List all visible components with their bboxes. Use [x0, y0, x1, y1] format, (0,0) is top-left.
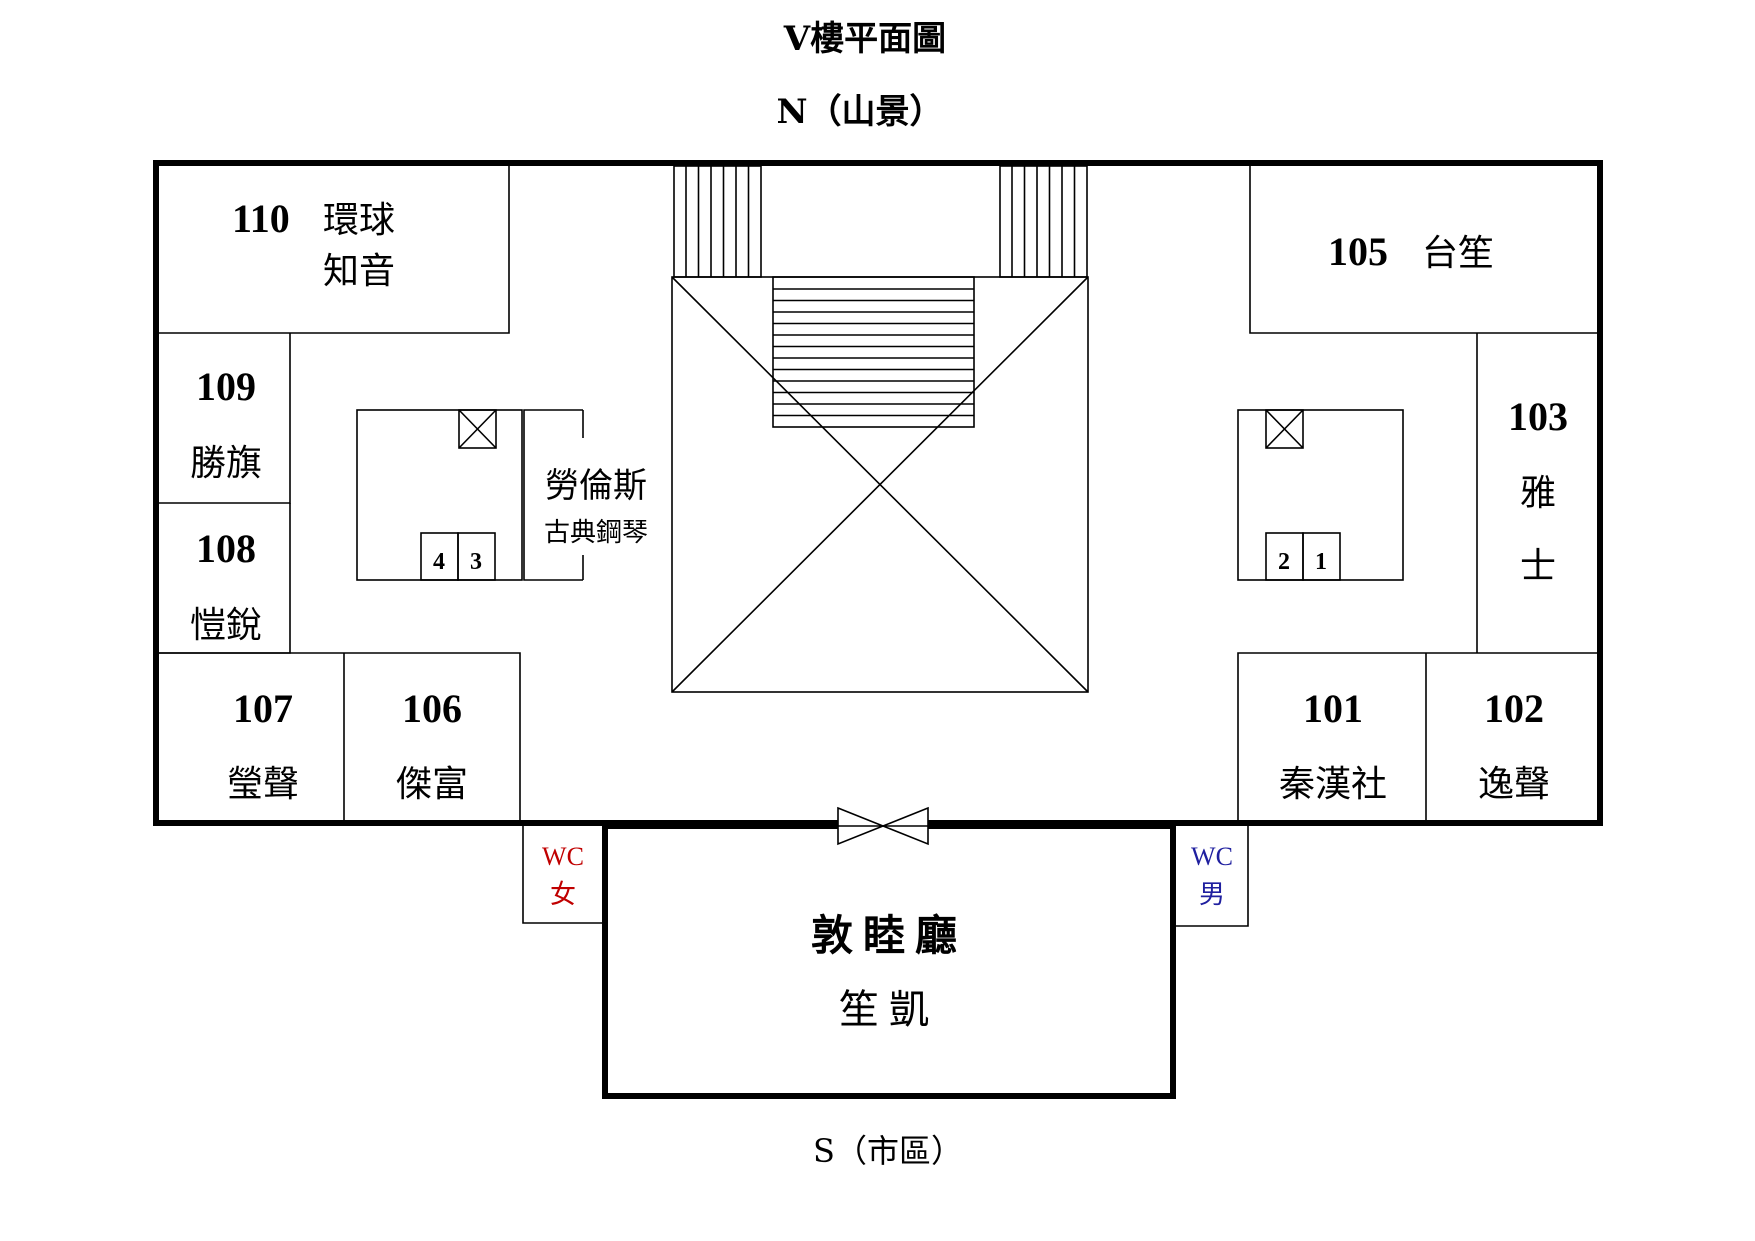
elevator-1[interactable] [1302, 532, 1341, 581]
elevator-shaft-left [458, 409, 497, 449]
right-stair [999, 165, 1088, 278]
room-106[interactable]: 106 傑富 [396, 686, 468, 805]
hall-dunmu[interactable]: 敦睦廳 笙凱 [602, 823, 1176, 1099]
room-106-name: 傑富 [396, 764, 468, 805]
north-label: N（山景） [776, 92, 943, 132]
room-102-name: 逸聲 [1478, 764, 1550, 805]
wc-male-label: 男 [1199, 880, 1225, 910]
shop-lawrence[interactable]: 勞倫斯 古典鋼琴 [523, 409, 648, 581]
room-109-number: 109 [196, 364, 256, 409]
room-108-name: 愷銳 [190, 605, 262, 646]
room-101-name: 秦漢社 [1279, 764, 1387, 805]
central-stair [772, 276, 975, 428]
room-108-number: 108 [196, 526, 256, 571]
room-101-number: 101 [1303, 686, 1363, 731]
elevator-2-label: 2 [1278, 549, 1290, 575]
elevator-1-label: 1 [1315, 549, 1327, 575]
room-110-name-line2: 知音 [323, 251, 395, 292]
room-107[interactable]: 107 瑩聲 [159, 652, 521, 820]
room-110-number: 110 [232, 196, 290, 241]
elevator-4-label: 4 [433, 549, 445, 575]
room-106-number: 106 [402, 686, 462, 731]
room-108[interactable]: 108 愷銳 [159, 503, 291, 654]
room-110[interactable]: 110 環球 知音 [159, 163, 510, 334]
shop-lawrence-subtitle: 古典鋼琴 [544, 518, 648, 548]
room-103[interactable]: 103 雅 士 [1476, 333, 1568, 653]
room-110-name-line1: 環球 [323, 200, 395, 241]
plan-title: V樓平面圖 [783, 19, 946, 59]
room-105[interactable]: 105 台笙 [1249, 163, 1597, 334]
wc-male-code: WC [1191, 842, 1233, 871]
left-stair [673, 165, 762, 278]
hall-name: 敦睦廳 [811, 911, 967, 960]
room-107-number: 107 [233, 686, 293, 731]
atrium-void [671, 276, 1089, 693]
room-109-name: 勝旗 [190, 443, 262, 484]
elevator-core-right: 2 1 [1237, 409, 1404, 581]
room-103-name-line2: 士 [1520, 546, 1556, 587]
room-109[interactable]: 109 勝旗 [159, 333, 291, 504]
room-103-name-line1: 雅 [1520, 473, 1556, 514]
hall-door[interactable] [837, 806, 929, 846]
shop-lawrence-name: 勞倫斯 [545, 466, 647, 506]
south-label: S（市區） [813, 1132, 963, 1170]
elevator-core-left: 4 3 [356, 409, 523, 581]
elevator-3[interactable] [457, 532, 496, 581]
room-102-number: 102 [1484, 686, 1544, 731]
hall-subtitle: 笙凱 [839, 987, 939, 1033]
wc-female-label: 女 [550, 880, 576, 910]
elevator-shaft-right [1265, 409, 1304, 449]
room-103-number: 103 [1508, 394, 1568, 439]
room-107-name: 瑩聲 [227, 764, 299, 805]
wc-male[interactable]: WC 男 [1175, 826, 1249, 927]
room-102[interactable]: 102 逸聲 [1478, 686, 1550, 805]
room-101[interactable]: 101 秦漢社 [1237, 652, 1597, 820]
room-105-name: 台笙 [1422, 233, 1494, 274]
elevator-3-label: 3 [470, 549, 482, 575]
wc-female-code: WC [542, 842, 584, 871]
wc-female[interactable]: WC 女 [522, 826, 603, 924]
room-105-number: 105 [1328, 229, 1388, 274]
